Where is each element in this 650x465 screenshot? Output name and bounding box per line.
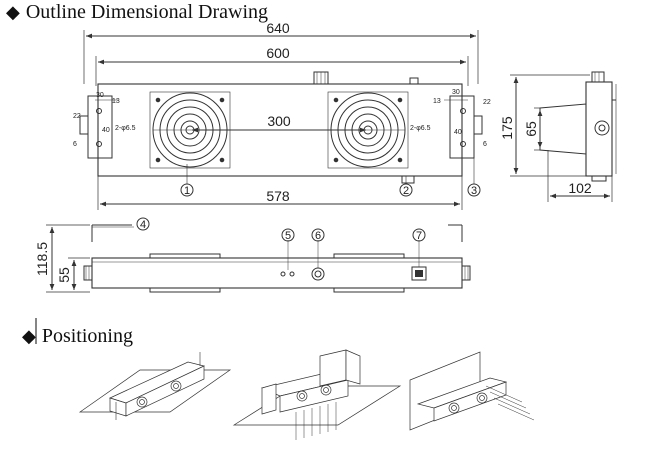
svg-text:22: 22	[73, 113, 81, 120]
dim-175-label: 175	[499, 116, 515, 140]
svg-text:7: 7	[416, 230, 422, 242]
svg-text:1: 1	[184, 185, 190, 197]
svg-text:2: 2	[403, 185, 409, 197]
dim-65-label: 65	[523, 121, 539, 137]
adjust-knob-front	[311, 267, 325, 281]
indicator-led-2	[289, 271, 295, 277]
callout-6	[311, 228, 325, 242]
svg-text:13: 13	[433, 98, 441, 105]
callout-5	[281, 228, 295, 242]
side-pivot-knob	[594, 120, 610, 136]
dim-102-label: 102	[568, 180, 592, 196]
front-grille-left	[149, 253, 221, 259]
positioning-heading: ◆ Positioning	[22, 326, 133, 346]
svg-text:6: 6	[483, 141, 487, 148]
svg-text:40: 40	[454, 129, 462, 136]
diamond-bullet-icon: ◆	[6, 2, 20, 22]
dim-578-label: 578	[266, 188, 290, 204]
svg-text:5: 5	[285, 230, 291, 242]
positioning-bench-mount	[232, 349, 402, 440]
dim-640-label: 640	[266, 20, 290, 36]
svg-text:30: 30	[452, 89, 460, 96]
indicator-led-1	[280, 271, 286, 277]
svg-text:30: 30	[96, 92, 104, 99]
top-tab	[409, 77, 419, 85]
svg-text:40: 40	[102, 127, 110, 134]
front-knob-right	[461, 265, 471, 281]
positioning-side-mount	[409, 351, 535, 431]
svg-text:13: 13	[112, 98, 120, 105]
callout-3	[467, 183, 481, 197]
callout-2	[399, 183, 413, 197]
side-knob	[591, 71, 605, 83]
svg-text:3: 3	[471, 185, 477, 197]
left-bracket: 30 13 40 6 22 2-φ6.5	[73, 92, 136, 159]
dim-55-label: 55	[56, 267, 72, 283]
unit-body-outline	[97, 83, 463, 177]
top-view: 640 600 30 13 40 6 22 2-φ6.5	[73, 20, 491, 210]
svg-text:22: 22	[483, 99, 491, 106]
front-grille-right	[333, 253, 405, 259]
svg-text:6: 6	[73, 141, 77, 148]
callout-7	[412, 228, 426, 242]
svg-text:6: 6	[315, 230, 321, 242]
outline-heading-text: Outline Dimensional Drawing	[25, 1, 269, 23]
svg-text:2-φ6.5: 2-φ6.5	[115, 125, 136, 132]
diamond-bullet-icon: ◆	[22, 326, 36, 346]
positioning-ceiling-mount	[78, 352, 232, 420]
front-body	[91, 257, 463, 289]
side-view: 175 65 102	[499, 71, 617, 202]
outline-heading: ◆ Outline Dimensional Drawing	[6, 2, 268, 22]
dim-300-label: 300	[267, 113, 291, 129]
side-bracket	[539, 103, 587, 155]
dim-118-5-label: 118.5	[34, 242, 50, 276]
dim-600-label: 600	[266, 45, 290, 61]
positioning-heading-text: Positioning	[41, 325, 133, 347]
front-knob-left	[83, 265, 93, 281]
callout-1	[180, 183, 194, 197]
svg-text:2-φ6.5: 2-φ6.5	[410, 125, 431, 132]
right-bracket: 30 13 40 6 22 2-φ6.5	[410, 89, 491, 159]
svg-text:4: 4	[140, 219, 146, 231]
callout-4	[136, 217, 150, 231]
front-view: 4 5 6 7 118.5 55	[34, 217, 471, 293]
